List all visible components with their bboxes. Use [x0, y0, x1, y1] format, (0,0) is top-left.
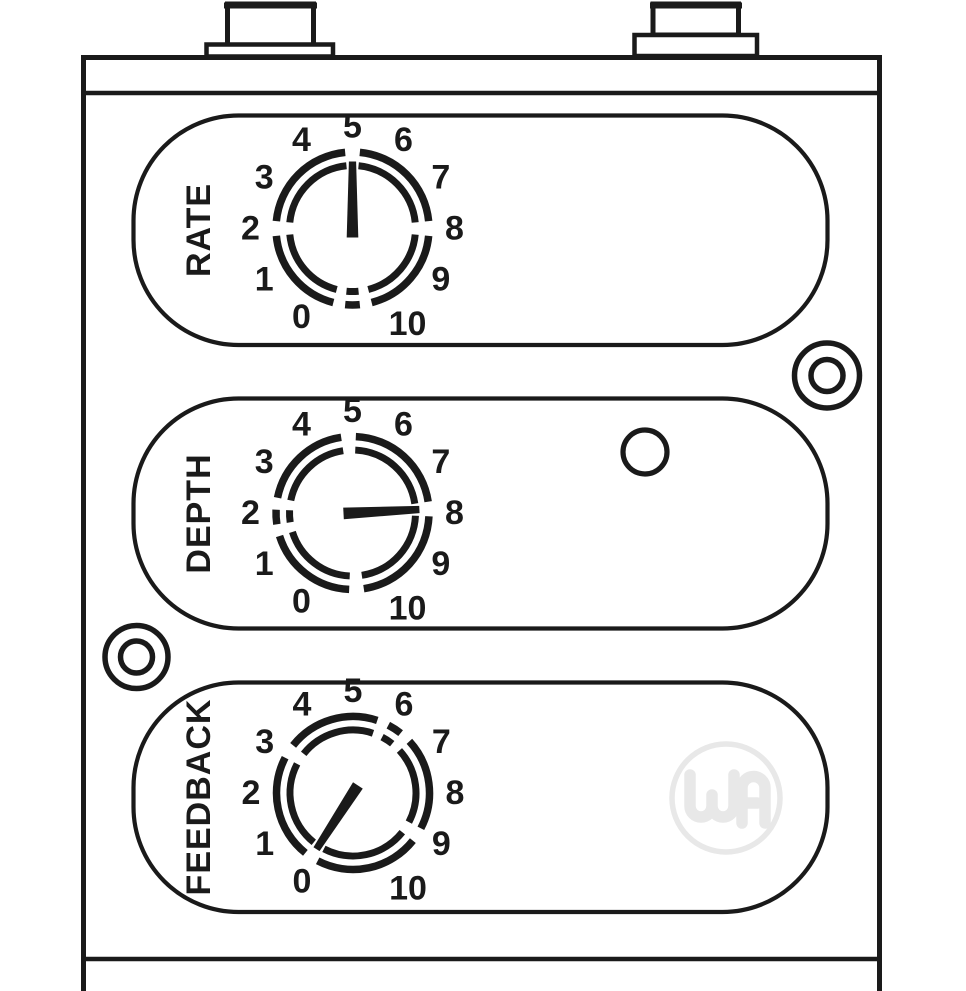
screw-right	[791, 340, 863, 411]
depth-panel	[131, 396, 830, 631]
depth-dial-number-1: 1	[255, 545, 274, 583]
depth-knob-rotor	[272, 432, 433, 594]
depth-knob-pointer	[343, 505, 420, 520]
wa-logo: WA	[669, 741, 783, 855]
rate-dial-number-2: 2	[241, 210, 260, 248]
rate-dial-number-4: 4	[292, 121, 311, 159]
depth-dial-number-10: 10	[389, 589, 427, 627]
rate-dial-number-5: 5	[343, 108, 362, 146]
feedback-dial-number-2: 2	[242, 774, 261, 812]
feedback-dial-number-3: 3	[255, 723, 274, 761]
depth-dial-number-2: 2	[241, 494, 260, 532]
rate-label: RATE	[180, 183, 218, 277]
rate-dial-number-10: 10	[389, 305, 427, 343]
feedback-panel	[131, 680, 830, 915]
depth-dial-number-6: 6	[394, 406, 413, 444]
feedback-dial-number-1: 1	[255, 825, 274, 863]
feedback-dial-number-6: 6	[395, 686, 414, 724]
feedback-dial-number-7: 7	[432, 723, 451, 761]
feedback-dial-number-0: 0	[293, 862, 312, 900]
depth-dial-number-4: 4	[292, 406, 311, 444]
feedback-dial-number-8: 8	[446, 774, 465, 812]
rate-knob-rotor	[272, 148, 433, 309]
wa-logo-ring	[669, 741, 783, 855]
rate-knob-pointer	[346, 161, 359, 238]
wa-logo-letter-w	[684, 769, 740, 823]
enclosure-outline	[81, 55, 882, 991]
wa-logo-letter-a	[736, 770, 771, 829]
top-jack-right	[632, 1, 760, 59]
feedback-dial-number-5: 5	[344, 672, 363, 710]
rate-dial-number-3: 3	[255, 159, 274, 197]
depth-dial-number-8: 8	[445, 494, 464, 532]
feedback-knob-pointer	[313, 782, 363, 852]
rate-dial-number-8: 8	[445, 210, 464, 248]
top-jack-left	[204, 1, 336, 59]
feedback-dial-number-4: 4	[293, 686, 312, 724]
rate-dial-number-0: 0	[292, 298, 311, 336]
depth-label: DEPTH	[180, 453, 218, 573]
rate-dial-number-9: 9	[431, 261, 450, 299]
top-jack-right-flange	[632, 32, 760, 59]
rate-dial-number-6: 6	[394, 121, 413, 159]
feedback-knob-rotor	[272, 712, 434, 874]
led-indicator-circle	[620, 427, 670, 477]
depth-dial-number-7: 7	[431, 443, 450, 481]
depth-dial-number-5: 5	[343, 392, 362, 430]
screw-left	[102, 622, 171, 692]
depth-dial-number-9: 9	[431, 545, 450, 583]
feedback-label: FEEDBACK	[180, 699, 218, 896]
top-jack-left-flange	[204, 42, 336, 59]
rate-dial-number-7: 7	[431, 159, 450, 197]
feedback-dial-number-10: 10	[389, 869, 427, 907]
rate-dial-number-1: 1	[255, 261, 274, 299]
rate-panel	[131, 113, 830, 348]
depth-dial-number-0: 0	[292, 582, 311, 620]
feedback-dial-number-9: 9	[432, 825, 451, 863]
depth-dial-number-3: 3	[255, 443, 274, 481]
